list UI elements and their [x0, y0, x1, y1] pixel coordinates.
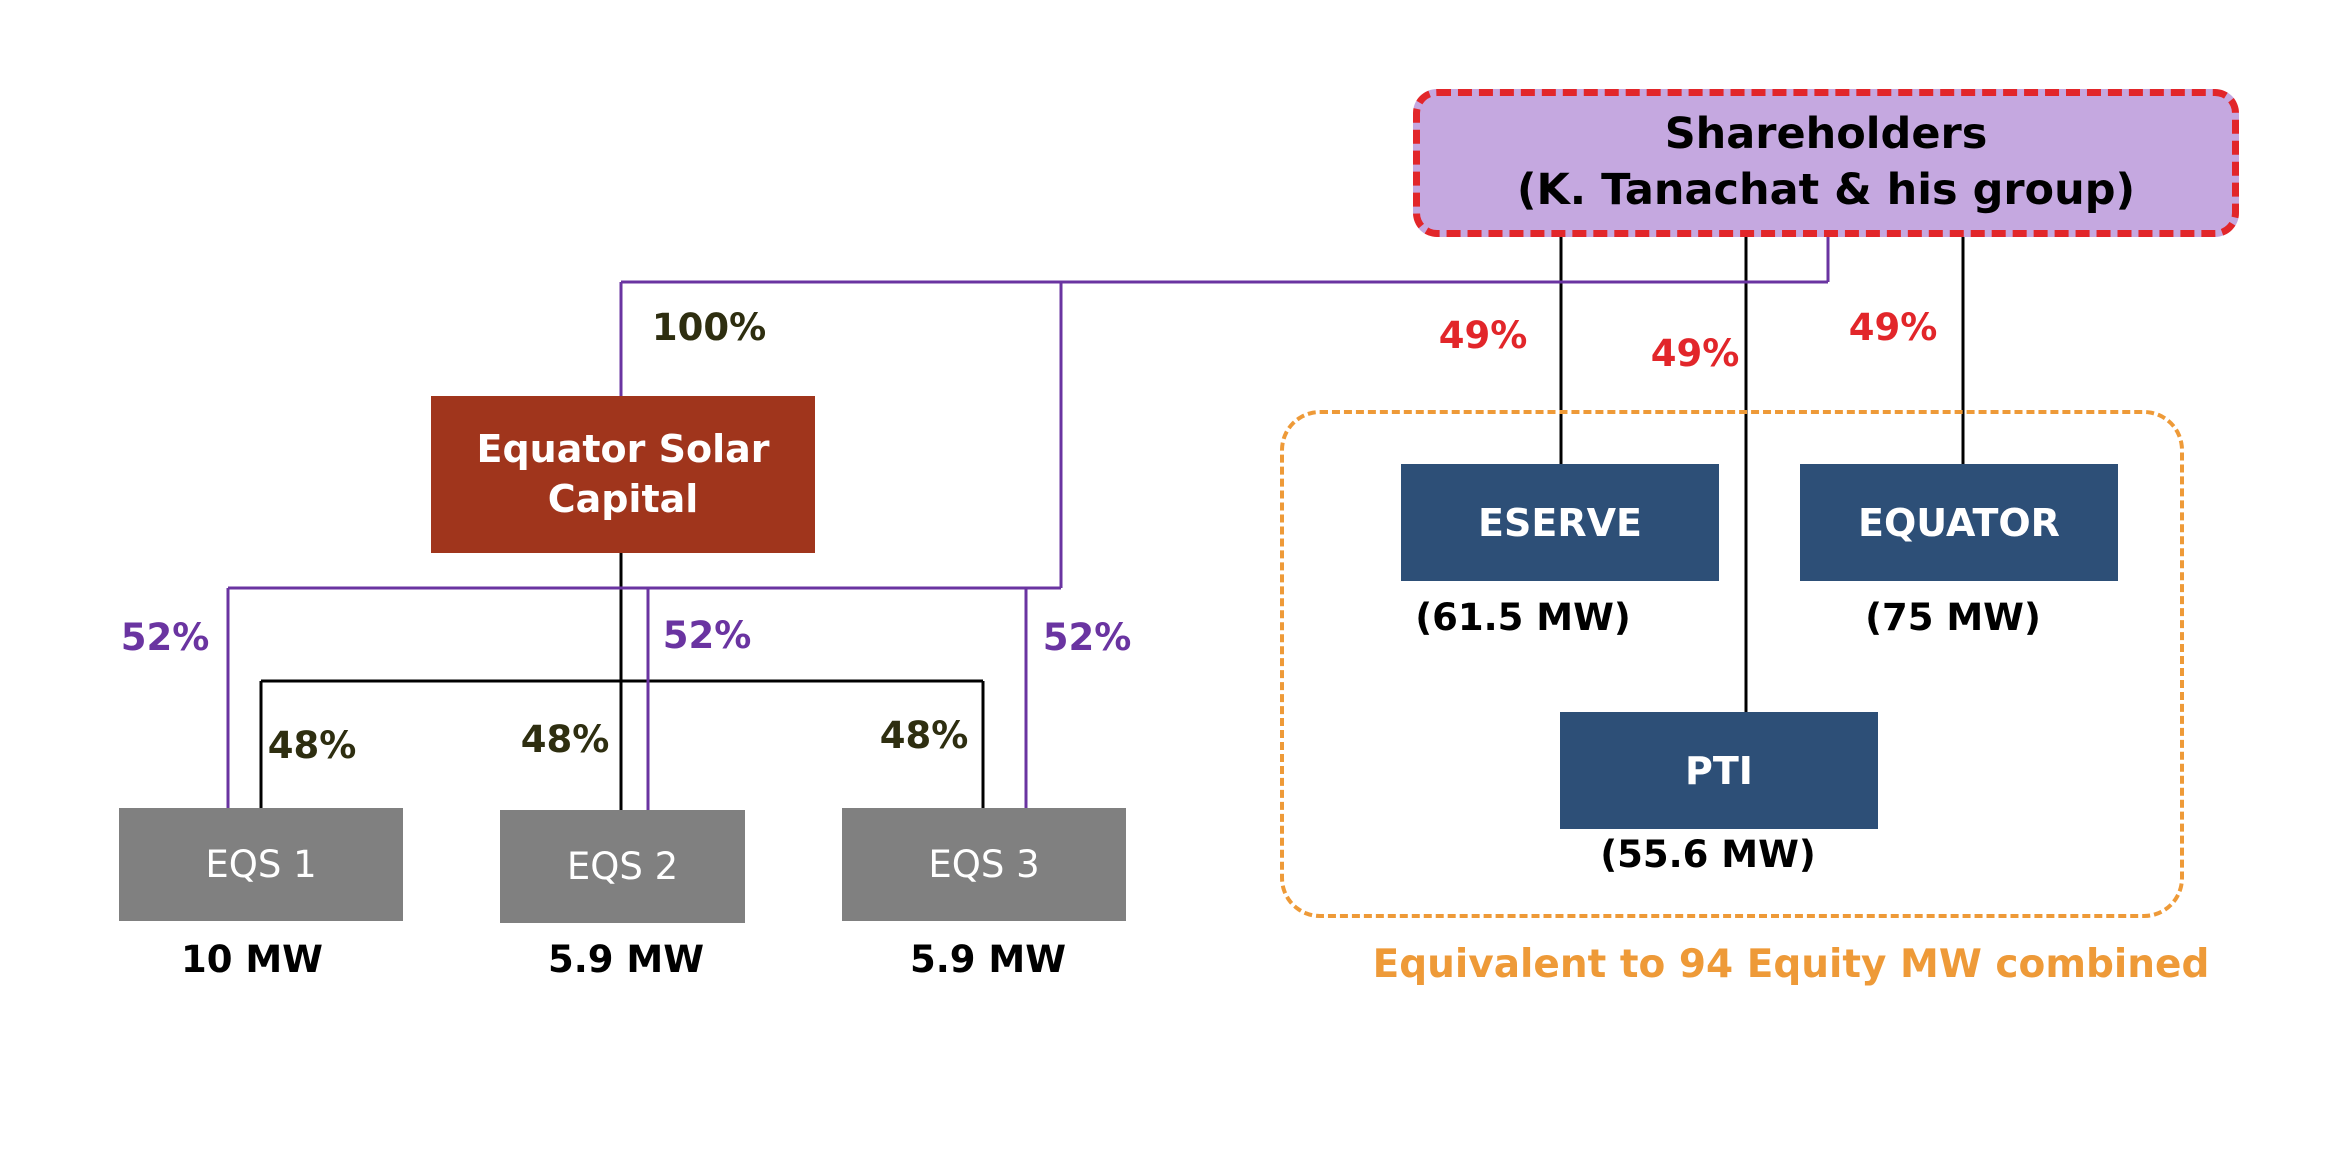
- shareholders-box: Shareholders (K. Tanachat & his group): [1413, 89, 2239, 237]
- eqs1-box: EQS 1: [119, 808, 403, 921]
- equator-capacity: (75 MW): [1865, 596, 2041, 639]
- pct-shareholders-eqs3: 52%: [1042, 616, 1132, 659]
- eqs1-capacity: 10 MW: [180, 938, 324, 981]
- pct-shareholders-esc: 100%: [651, 306, 767, 349]
- pct-shareholders-equator: 49%: [1848, 306, 1938, 349]
- pti-capacity: (55.6 MW): [1600, 833, 1816, 876]
- eqs3-capacity: 5.9 MW: [909, 938, 1067, 981]
- esc-line1: Equator Solar: [476, 427, 770, 472]
- esc-line2: Capital: [547, 476, 699, 521]
- pct-shareholders-eserve: 49%: [1438, 314, 1528, 357]
- listed-companies-group: [1280, 410, 2184, 918]
- equator-solar-capital-box: Equator Solar Capital: [431, 396, 815, 553]
- equator-box: EQUATOR: [1800, 464, 2118, 581]
- eqs3-name: EQS 3: [928, 843, 1040, 886]
- eserve-box: ESERVE: [1401, 464, 1719, 581]
- pti-name: PTI: [1685, 748, 1753, 793]
- eqs3-box: EQS 3: [842, 808, 1126, 921]
- shareholders-subtitle: (K. Tanachat & his group): [1516, 165, 2136, 215]
- shareholders-title: Shareholders: [1664, 109, 1988, 160]
- eqs2-box: EQS 2: [500, 810, 745, 923]
- eserve-name: ESERVE: [1478, 500, 1642, 545]
- pct-esc-eqs3: 48%: [879, 714, 969, 757]
- pct-esc-eqs1: 48%: [267, 724, 357, 767]
- eqs2-name: EQS 2: [566, 845, 679, 888]
- pct-shareholders-eqs1: 52%: [120, 616, 210, 659]
- eqs1-name: EQS 1: [205, 843, 317, 886]
- eserve-capacity: (61.5 MW): [1415, 596, 1631, 639]
- pct-shareholders-eqs2: 52%: [662, 614, 752, 657]
- eqs2-capacity: 5.9 MW: [547, 938, 705, 981]
- group-note: Equivalent to 94 Equity MW combined: [1372, 942, 2210, 987]
- pti-box: PTI: [1560, 712, 1878, 829]
- equator-name: EQUATOR: [1858, 500, 2060, 545]
- pct-shareholders-pti: 49%: [1650, 332, 1740, 375]
- pct-esc-eqs2: 48%: [520, 718, 610, 761]
